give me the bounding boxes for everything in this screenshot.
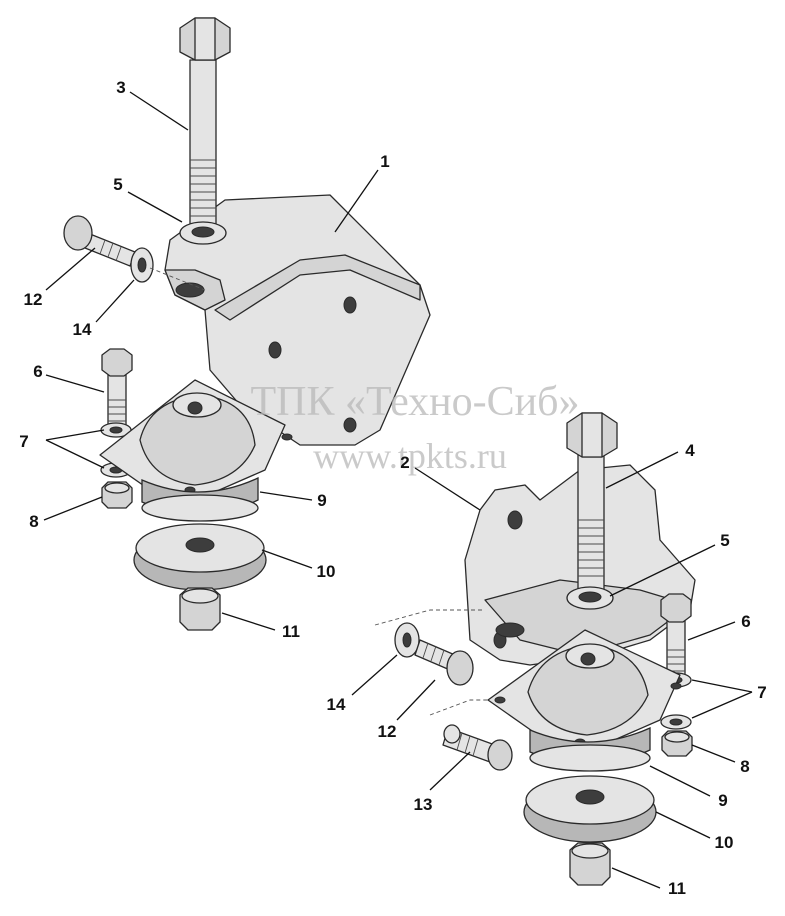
nut-11 bbox=[179, 587, 221, 631]
callout-14: 14 bbox=[73, 320, 92, 339]
callout-10: 10 bbox=[317, 562, 336, 581]
nut-8 bbox=[101, 481, 133, 509]
callout-7-right: 7 bbox=[757, 683, 766, 702]
callout-13: 13 bbox=[414, 795, 433, 814]
callout-11-right: 11 bbox=[668, 879, 686, 898]
bolt-13 bbox=[442, 724, 513, 771]
callout-6-right: 6 bbox=[741, 612, 750, 631]
rubber-mount-9 bbox=[99, 379, 293, 522]
callout-labels: 3 1 5 12 14 6 7 8 9 10 11 2 4 5 6 7 14 1… bbox=[19, 78, 766, 898]
left-assembly bbox=[63, 17, 431, 631]
bolt-6 bbox=[101, 348, 133, 429]
callout-12-right: 12 bbox=[378, 722, 397, 741]
callout-14-right: 14 bbox=[327, 695, 346, 714]
callout-5-right: 5 bbox=[720, 531, 729, 550]
watermark-line-1: ТПК «Техно-Сиб» bbox=[251, 379, 580, 425]
washer-5 bbox=[179, 221, 227, 245]
bolt-12 bbox=[63, 215, 136, 267]
callout-2: 2 bbox=[400, 453, 409, 472]
callout-8: 8 bbox=[29, 512, 38, 531]
callout-1: 1 bbox=[380, 152, 389, 171]
nut-8-right bbox=[661, 730, 693, 757]
right-assembly bbox=[374, 412, 696, 886]
callout-8-right: 8 bbox=[740, 757, 749, 776]
callout-3: 3 bbox=[116, 78, 125, 97]
bolt-6-right bbox=[660, 593, 692, 679]
callout-9: 9 bbox=[317, 491, 326, 510]
washer-14-right bbox=[394, 622, 420, 658]
washer-14 bbox=[130, 247, 154, 283]
washer-5-right bbox=[566, 586, 614, 610]
callout-7: 7 bbox=[19, 432, 28, 451]
bracket-1 bbox=[164, 194, 431, 446]
callout-10-right: 10 bbox=[715, 833, 734, 852]
callout-12: 12 bbox=[24, 290, 43, 309]
bolt-12-right bbox=[414, 639, 474, 686]
callout-6: 6 bbox=[33, 362, 42, 381]
nut-11-right bbox=[569, 842, 611, 886]
watermark-line-2: www.tpkts.ru bbox=[313, 436, 507, 476]
callout-9-right: 9 bbox=[718, 791, 727, 810]
rubber-mount-9-right bbox=[487, 629, 682, 772]
callout-11: 11 bbox=[282, 622, 300, 641]
bolt-4 bbox=[566, 412, 618, 596]
rebound-disc-10 bbox=[133, 523, 267, 591]
rebound-disc-10-right bbox=[523, 775, 657, 843]
callout-5: 5 bbox=[113, 175, 122, 194]
leader-lines bbox=[43, 91, 753, 889]
callout-4: 4 bbox=[685, 441, 695, 460]
bolt-3 bbox=[179, 17, 231, 231]
